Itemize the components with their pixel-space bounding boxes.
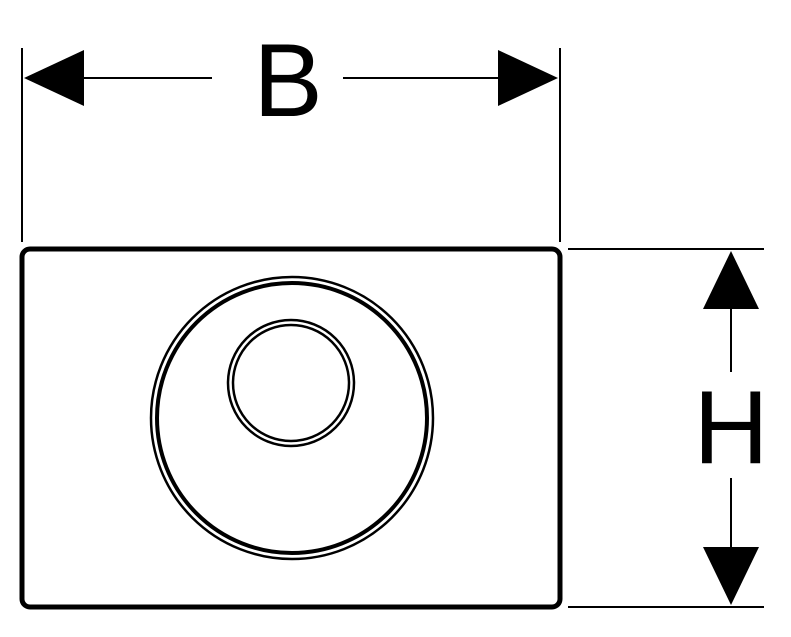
outer-button-ring (149, 275, 435, 561)
width-dimension: B (21, 23, 561, 242)
plate-outline (19, 246, 563, 610)
width-arrow-left-icon (24, 50, 84, 106)
height-dimension: H (568, 248, 769, 608)
height-arrow-up-icon (703, 251, 759, 309)
width-label: B (253, 23, 322, 139)
height-arrow-down-icon (703, 547, 759, 605)
height-label: H (693, 370, 768, 486)
flush-button-assembly (149, 275, 435, 561)
width-arrow-right-icon (498, 50, 558, 106)
small-flush-button-ring (226, 318, 356, 448)
small-flush-button (231, 323, 351, 443)
large-flush-button (155, 281, 429, 555)
